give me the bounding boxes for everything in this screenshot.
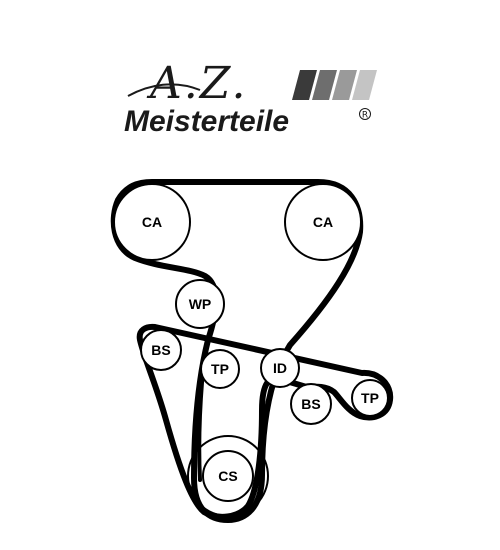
pulley-label-wp: WP (189, 296, 212, 312)
registered-mark-circle (359, 108, 371, 120)
pulley-wp: WP (175, 279, 225, 329)
pulley-label-ca-left: CA (142, 214, 162, 230)
pulley-tp-left: TP (200, 349, 240, 389)
brand-logo: A.Z. Meisterteile R (124, 58, 377, 138)
pulley-ca-right: CA (284, 183, 362, 261)
logo-stripes (292, 70, 377, 100)
accessory-belt (136, 323, 394, 520)
pulley-ca-left: CA (113, 183, 191, 261)
pulley-tp-right: TP (351, 379, 389, 417)
pulley-bs-right: BS (290, 383, 332, 425)
logo-brand-text: Meisterteile (124, 105, 289, 138)
logo-stripe-3 (332, 70, 357, 100)
timing-belt (110, 179, 364, 523)
pulley-label-cs: CS (218, 468, 237, 484)
pulley-cs: CS (187, 435, 269, 517)
logo-script-text: A.Z. (146, 58, 248, 109)
pulley-label-bs-right: BS (301, 396, 320, 412)
pulleys: CA CA WP BS TP ID BS TP (113, 183, 389, 517)
pulley-label-tp-right: TP (361, 390, 379, 406)
logo-stripe-4 (352, 70, 377, 100)
pulley-bs-left: BS (140, 329, 182, 371)
pulley-id: ID (260, 348, 300, 388)
logo-stripe-2 (312, 70, 337, 100)
logo-stripe-1 (292, 70, 317, 100)
pulley-label-bs-left: BS (151, 342, 170, 358)
pulley-label-id: ID (273, 360, 287, 376)
pulley-label-ca-right: CA (313, 214, 333, 230)
pulley-label-tp-left: TP (211, 361, 229, 377)
logo-swash (127, 83, 201, 97)
registered-mark-letter: R (362, 111, 368, 121)
